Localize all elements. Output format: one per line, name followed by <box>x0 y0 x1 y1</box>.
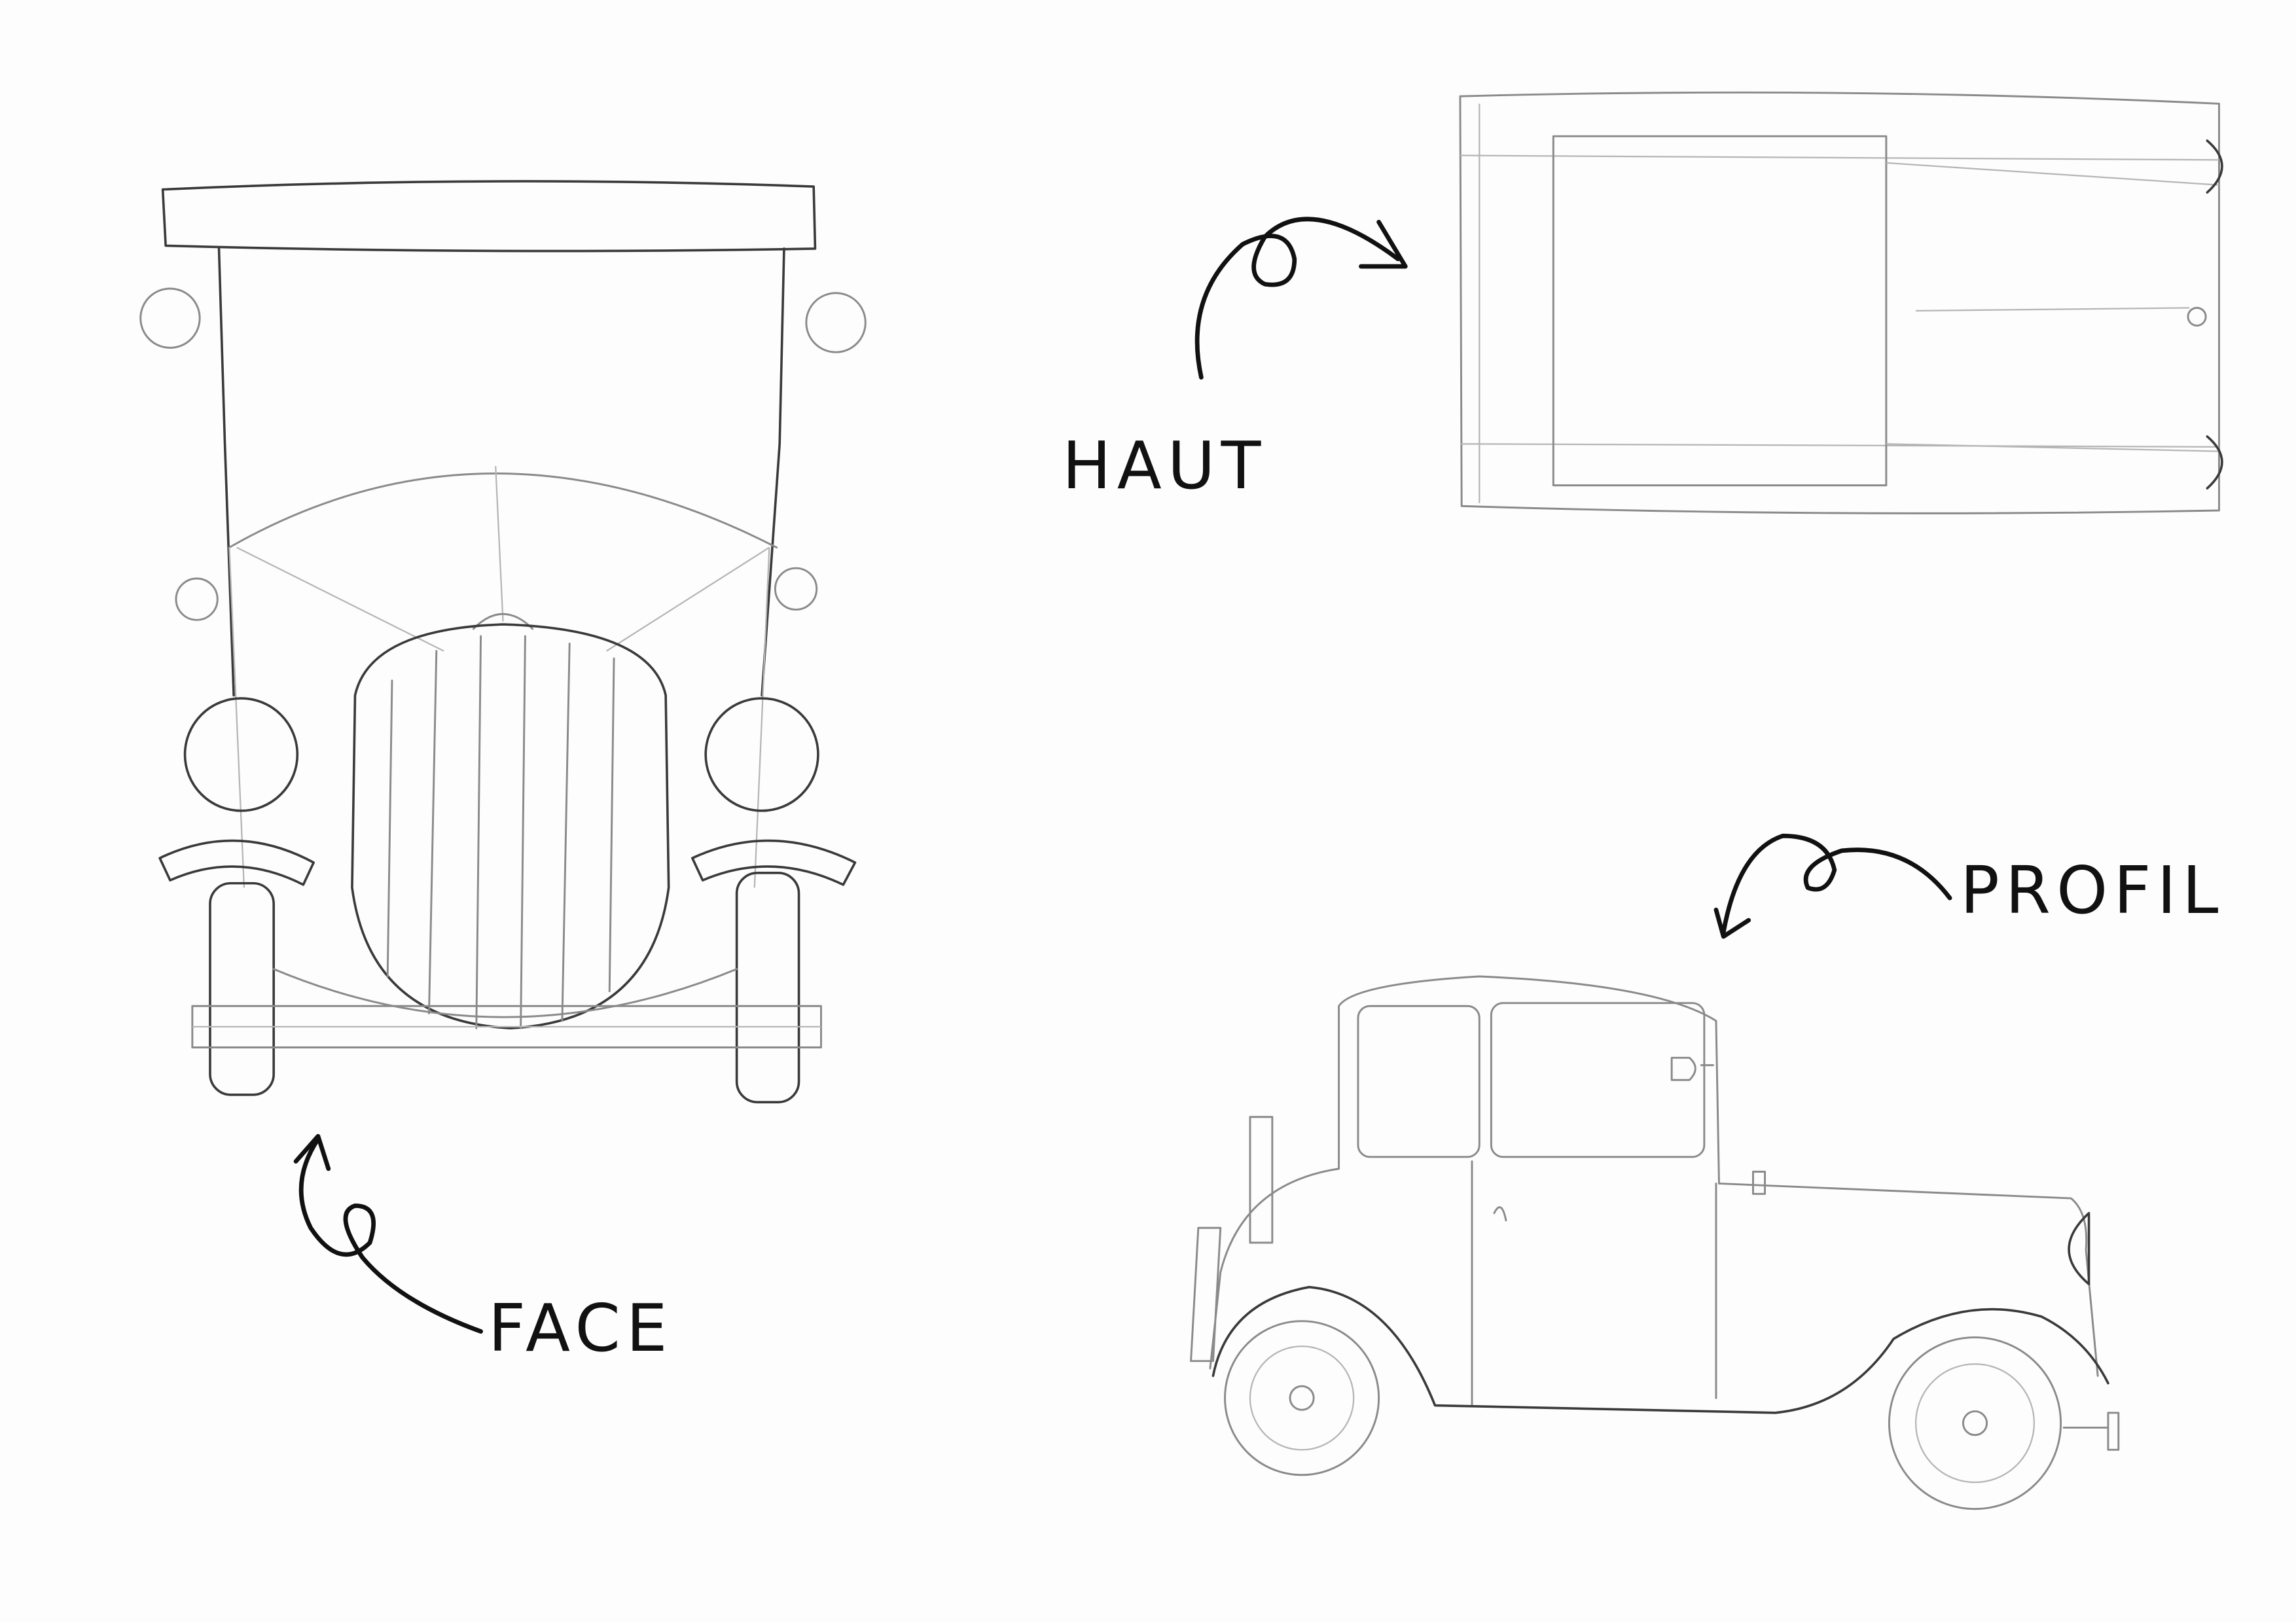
label-haut: Haut <box>1062 429 1266 504</box>
arrow-profil-icon <box>1713 833 1952 939</box>
fender-right <box>691 839 857 886</box>
wheel-right <box>735 871 800 1103</box>
body-left <box>217 247 235 697</box>
hood <box>1718 1182 2099 1377</box>
top-view-car <box>1459 91 2223 514</box>
windshield-post <box>1751 1170 1767 1195</box>
headlight-top <box>2206 139 2223 194</box>
rear-window <box>1357 1005 1480 1158</box>
front-bumper <box>2062 1412 2120 1451</box>
rear-body <box>1190 1116 1340 1370</box>
wheel-left <box>209 882 275 1096</box>
hood-lines <box>1886 162 2219 452</box>
cabin <box>1338 975 1720 1185</box>
side-view-car <box>1190 975 2120 1510</box>
grille-bars <box>386 635 615 1029</box>
mirror-left <box>139 287 201 349</box>
roof <box>1552 135 1888 487</box>
headlight-right <box>704 697 819 812</box>
mirror <box>1670 1056 1714 1081</box>
outer-body <box>1459 91 2220 514</box>
label-haut-group: Haut <box>1062 217 1408 504</box>
headlight <box>2068 1211 2090 1285</box>
front-wheel <box>1888 1336 2062 1510</box>
rear-wheel <box>1224 1320 1380 1476</box>
side-lamp-left <box>175 577 219 621</box>
door-window <box>1490 1002 1706 1158</box>
label-face-group: Face <box>293 1133 673 1366</box>
running-board <box>1211 1285 2109 1414</box>
label-face: Face <box>488 1291 673 1366</box>
door <box>1471 1160 1717 1406</box>
side-lamp-right <box>774 567 818 611</box>
roof <box>161 180 817 253</box>
door-handle <box>1493 1206 1507 1222</box>
front-view-car <box>139 180 867 1103</box>
radiator-cap <box>2187 306 2207 327</box>
label-profil-group: Profil <box>1713 833 2224 939</box>
headlight-left <box>183 697 299 812</box>
mirror-right <box>805 292 867 353</box>
hood-top <box>228 473 778 549</box>
hood-lines <box>228 466 770 888</box>
arrow-haut-icon <box>1194 217 1408 380</box>
rear-hub <box>1289 1385 1315 1411</box>
grille <box>351 623 670 1029</box>
body-right <box>761 247 785 697</box>
fender-left <box>158 839 315 886</box>
fender-lines <box>1460 103 2219 503</box>
front-hub <box>1962 1410 1988 1436</box>
radiator-cap <box>472 613 534 630</box>
apron <box>272 968 738 1018</box>
arrow-face-icon <box>293 1133 483 1334</box>
label-profil: Profil <box>1960 853 2224 929</box>
headlight-bottom <box>2206 435 2223 490</box>
